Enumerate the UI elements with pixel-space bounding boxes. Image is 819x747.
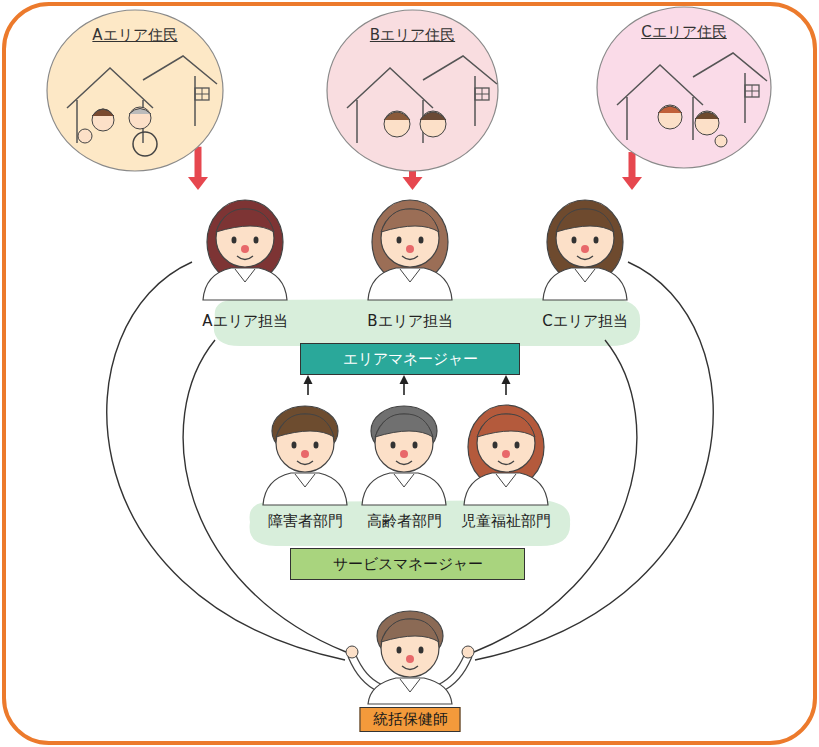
support-arrow bbox=[400, 375, 409, 395]
role-box: サービスマネージャー bbox=[290, 548, 525, 580]
outer-frame bbox=[4, 4, 815, 743]
resident-bubble: Cエリア住民 bbox=[595, 5, 773, 170]
staff-illustration bbox=[345, 600, 475, 705]
arrow-head bbox=[622, 177, 642, 190]
report-arrow bbox=[403, 171, 423, 190]
staff-figure: 高齢者部門 bbox=[358, 395, 450, 535]
staff-illustration bbox=[530, 190, 640, 302]
staff-label: 高齢者部門 bbox=[367, 512, 442, 531]
role-box: エリアマネージャー bbox=[300, 343, 520, 375]
support-curve bbox=[107, 262, 345, 660]
arrow-head bbox=[304, 375, 313, 384]
staff-illustration bbox=[358, 395, 450, 507]
staff-label: Aエリア担当 bbox=[202, 312, 287, 331]
arrow-shaft bbox=[195, 147, 202, 180]
role-label: サービスマネージャー bbox=[333, 555, 483, 574]
arrow-shaft bbox=[629, 152, 636, 180]
support-curve bbox=[183, 340, 346, 652]
resident-label: Bエリア住民 bbox=[370, 26, 455, 45]
role-label-box: 統括保健師 bbox=[360, 707, 461, 732]
staff-label: Bエリア担当 bbox=[367, 312, 452, 331]
staff-illustration bbox=[255, 395, 355, 507]
arrow-head bbox=[403, 177, 423, 190]
arrow-shaft bbox=[403, 382, 405, 395]
arrow-shaft bbox=[307, 382, 309, 395]
staff-label: 障害者部門 bbox=[268, 512, 343, 531]
staff-figure: 障害者部門 bbox=[255, 395, 355, 535]
role-label: エリアマネージャー bbox=[343, 350, 478, 369]
staff-label: Cエリア担当 bbox=[542, 312, 627, 331]
staff-figure: Cエリア担当 bbox=[530, 190, 640, 335]
resident-bubble: Aエリア住民 bbox=[45, 8, 225, 173]
staff-figure: Bエリア担当 bbox=[355, 190, 465, 335]
resident-bubble: Bエリア住民 bbox=[325, 8, 500, 173]
staff-figure: 統括保健師 bbox=[345, 600, 475, 732]
staff-illustration bbox=[355, 190, 465, 302]
arrow-head bbox=[400, 375, 409, 384]
service-band bbox=[250, 500, 571, 546]
staff-figure: Aエリア担当 bbox=[190, 190, 300, 335]
arrow-head bbox=[502, 375, 511, 384]
staff-illustration bbox=[452, 395, 560, 507]
resident-label: Cエリア住民 bbox=[641, 23, 726, 42]
arrow-shaft bbox=[505, 382, 507, 395]
support-curve bbox=[475, 262, 713, 660]
resident-label: Aエリア住民 bbox=[92, 26, 177, 45]
support-arrow bbox=[304, 375, 313, 395]
report-arrow bbox=[622, 152, 642, 190]
staff-figure: 児童福祉部門 bbox=[452, 395, 560, 535]
staff-illustration bbox=[190, 190, 300, 302]
staff-label: 児童福祉部門 bbox=[461, 512, 551, 531]
arrow-head bbox=[188, 177, 208, 190]
support-arrow bbox=[502, 375, 511, 395]
